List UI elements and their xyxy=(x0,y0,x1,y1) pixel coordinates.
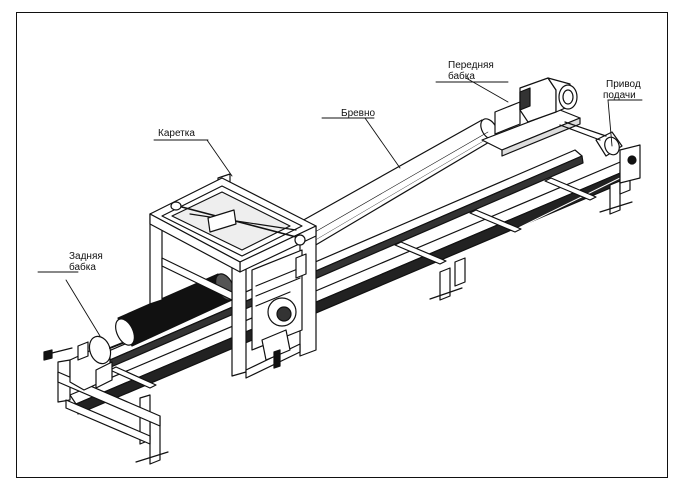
label-log: Бревно xyxy=(341,108,376,119)
leader-lines xyxy=(37,77,643,337)
diagram-border xyxy=(16,12,668,478)
label-feed-drive-line1: Привод xyxy=(606,79,641,90)
front-headstock xyxy=(481,77,581,157)
right-end-frame xyxy=(619,144,641,184)
label-carriage: Каретка xyxy=(158,128,195,139)
feed-drive xyxy=(559,121,623,157)
rear-headstock xyxy=(69,335,141,391)
back-rail xyxy=(59,149,584,387)
label-feed-drive-line2: подачи xyxy=(603,90,636,101)
label-front-headstock-line2: бабка xyxy=(448,71,475,82)
label-rear-headstock-line2: бабка xyxy=(69,262,96,273)
bed-cross-members xyxy=(109,177,597,389)
label-front-headstock-line1: Передняя xyxy=(448,60,494,71)
bed-legs xyxy=(135,165,633,465)
label-rear-headstock-line1: Задняя xyxy=(69,251,103,262)
carriage xyxy=(149,173,317,379)
